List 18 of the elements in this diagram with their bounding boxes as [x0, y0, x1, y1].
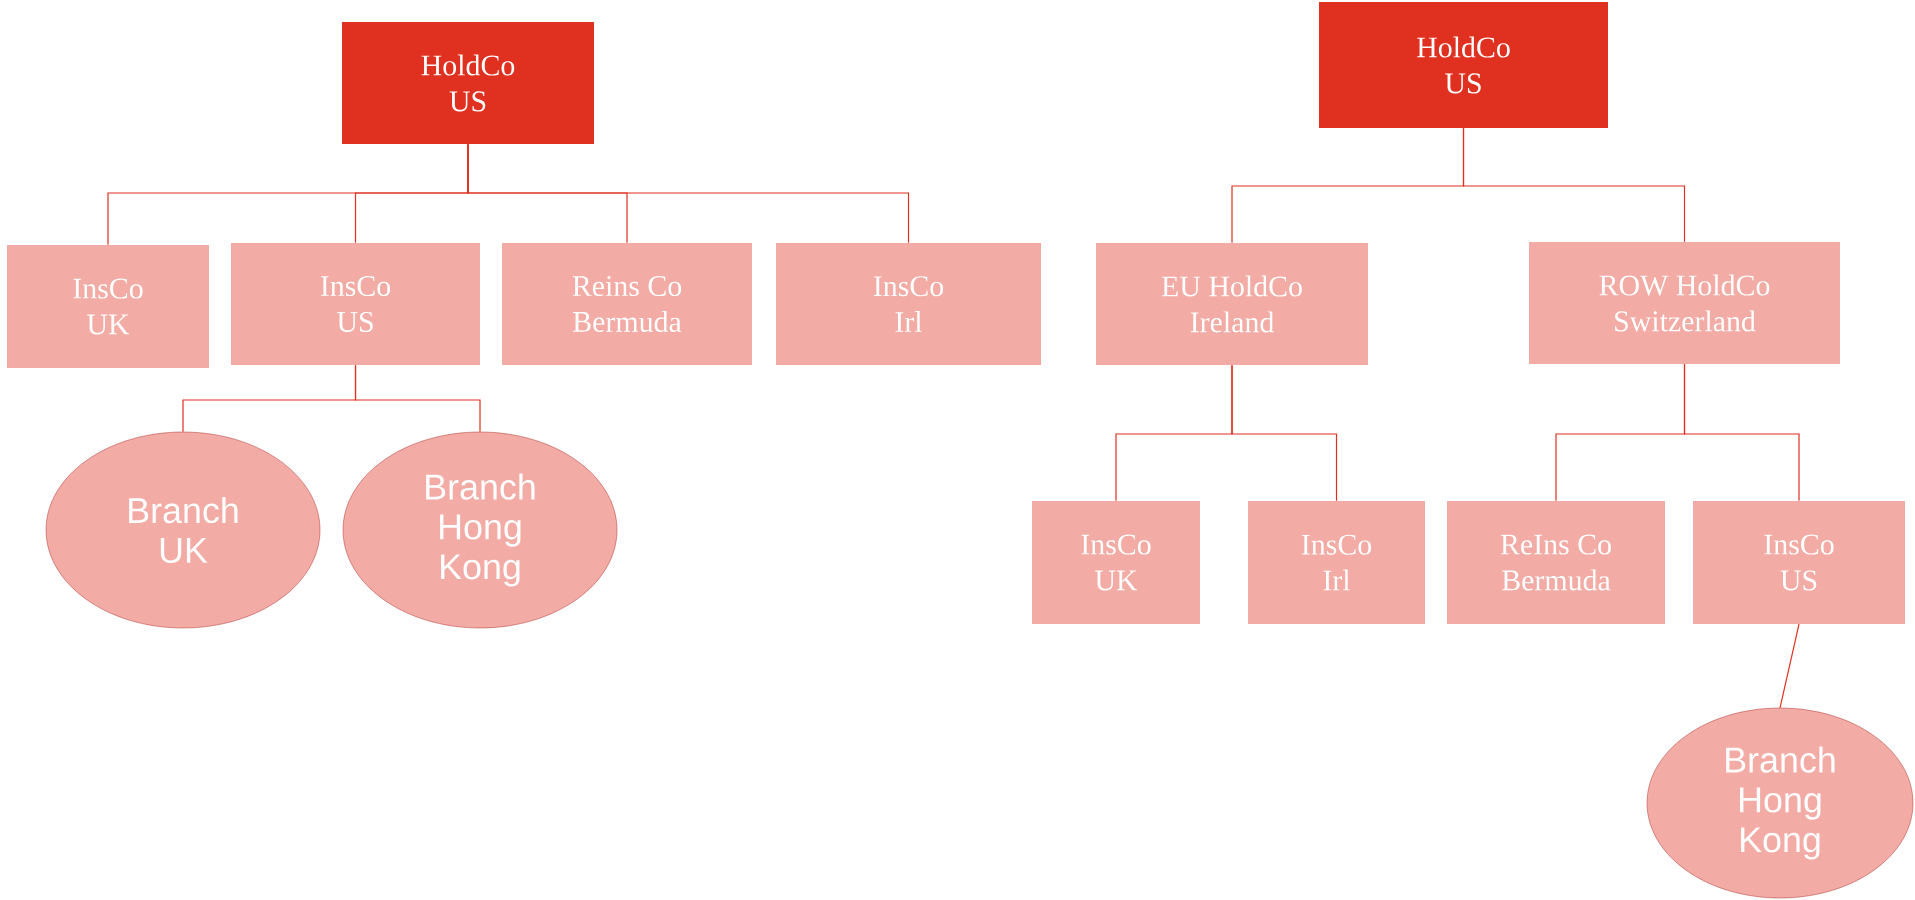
company-box: InsCo UK [1032, 501, 1200, 624]
connector-line [1231, 364, 1338, 502]
company-box: InsCo Irl [1248, 501, 1425, 624]
company-box: ReIns Co Bermuda [1447, 501, 1665, 624]
company-box: ROW HoldCo Switzerland [1529, 242, 1840, 364]
holding-box: HoldCo US [342, 22, 594, 144]
connector-line [354, 364, 481, 433]
company-box: InsCo US [1693, 501, 1905, 624]
connector-line [1779, 623, 1800, 709]
company-box: Reins Co Bermuda [502, 243, 752, 365]
company-box: InsCo Irl [776, 243, 1041, 365]
company-box: InsCo US [231, 243, 480, 365]
company-box: InsCo UK [7, 245, 209, 368]
company-box: EU HoldCo Ireland [1096, 243, 1368, 365]
holding-box: HoldCo US [1319, 2, 1608, 128]
connector-line [1462, 127, 1686, 243]
connector-line [1683, 363, 1800, 502]
connector-line [467, 143, 910, 244]
